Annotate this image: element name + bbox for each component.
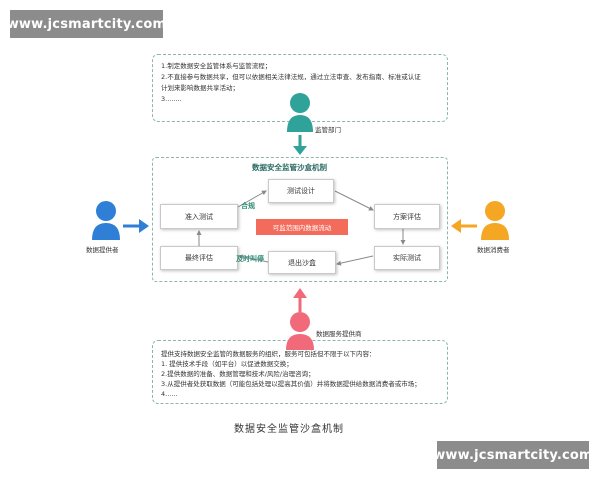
service-note-3: 2.提供数据的准备、数据管理和技术/风险/治理咨询； <box>161 370 315 378</box>
regulator-person-icon <box>287 93 313 132</box>
step-admission-test: 准入测试 <box>160 204 238 229</box>
consumer-person-icon <box>481 201 509 240</box>
service-provider-label: 数据服务提供商 <box>316 330 362 338</box>
regulator-note-4: 3........ <box>161 95 182 103</box>
step-test-design: 测试设计 <box>268 179 334 203</box>
step-actual-test: 实际测试 <box>374 246 440 270</box>
pass-label: 合规 <box>241 202 255 210</box>
service-provider-up-arrow-icon <box>293 288 307 312</box>
figure-caption: 数据安全监管沙盒机制 <box>234 424 344 435</box>
sandbox-title: 数据安全监管沙盒机制 <box>252 163 327 172</box>
arrow-design-to-plan <box>334 190 374 211</box>
service-note-1: 提供支持数据安全监管的数据服务的组织，服务可包括但不限于以下内容： <box>161 350 376 358</box>
regulator-note-3: 计划来影响数据共享活动； <box>161 84 239 92</box>
step-plan-evaluation: 方案评估 <box>374 204 440 229</box>
provider-person-icon <box>92 201 120 240</box>
step-exit-sandbox: 退出沙盒 <box>268 251 336 274</box>
watermark-top: www.jcsmartcity.com <box>7 10 166 38</box>
provider-label: 数据提供者 <box>86 246 119 254</box>
controlled-data-flow-label: 可监范围内数据流动 <box>256 219 348 235</box>
watermark-bottom: www.jcsmartcity.com <box>433 441 593 469</box>
service-note-2: 1. 提供技术手段（如平台）以促进数据交换； <box>161 360 293 368</box>
regulator-note-1: 1.制定数据安全监管体系与监管流程； <box>161 62 272 70</box>
consumer-label: 数据消费者 <box>477 246 510 254</box>
regulator-note-2: 2.不直接参与数据共享，但可以依据相关法律法规，通过立法审查、发布指南、标准或认… <box>161 73 421 81</box>
sandbox-frame <box>152 157 448 282</box>
service-note-4: 3.从提供者处获取数据（可能包括处理以提高其价值）并将数据提供给数据消费者或市场… <box>161 380 421 388</box>
consumer-left-arrow-icon <box>451 219 477 233</box>
service-note-5: 4...... <box>161 390 178 398</box>
regulator-down-arrow-icon <box>293 135 307 155</box>
arrow-exit-to-final <box>238 254 269 263</box>
arrow-actual-to-exit <box>336 255 374 266</box>
arrow-admission-to-design <box>237 190 267 208</box>
timely-stop-label: 及时叫停 <box>236 255 264 263</box>
regulator-label: 监管部门 <box>315 126 341 134</box>
step-final-evaluation: 最终评估 <box>160 246 238 270</box>
provider-right-arrow-icon <box>123 219 149 233</box>
service-provider-person-icon <box>286 312 314 350</box>
